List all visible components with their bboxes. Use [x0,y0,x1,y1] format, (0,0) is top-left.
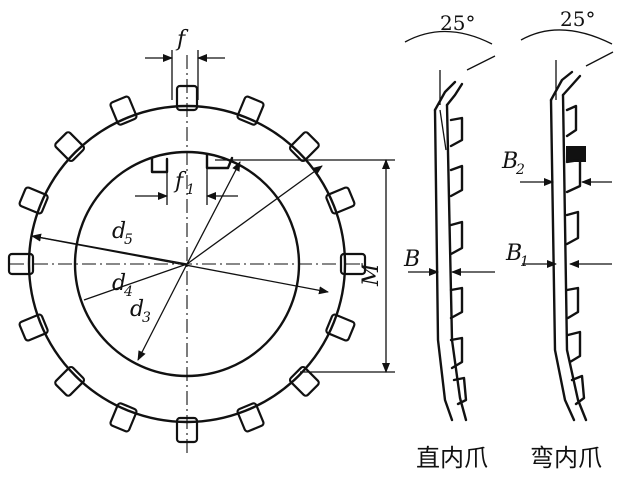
label-f1-sub: 1 [186,182,195,198]
front-view: f f 1 d 5 d 4 d 3 M [7,27,395,455]
outer-tooth [288,365,320,397]
straight-body [433,103,468,422]
dimension-M: M [215,159,395,373]
d5-arrow-back [31,233,188,265]
label-B1-sub: 1 [520,254,529,270]
outer-tooth [236,95,265,126]
straight-angle-arc [404,30,493,45]
label-f1: f [173,169,187,194]
straight-angle-label: 25° [440,11,475,35]
bent-teeth [565,104,586,406]
bent-body [549,93,588,422]
outer-tooth [236,402,265,433]
straight-top [433,80,464,112]
label-d3-sub: 3 [142,310,151,326]
label-B2: B [501,149,518,174]
dimension-f1: f 1 [135,160,238,205]
label-M: M [359,263,384,287]
outer-tooth [288,131,320,163]
bent-angle-arc [520,29,613,45]
d3-dimension-line-2 [186,161,241,265]
straight-claw-view: 25° B 直内爪 [403,11,496,472]
outer-tooth [54,131,86,163]
outer-tooth [109,402,138,433]
label-B1: B [505,241,522,266]
outer-tooth [54,365,86,397]
label-f: f [175,27,189,52]
label-d5: d [112,219,126,244]
straight-teeth [449,116,468,406]
outer-tooth [18,313,49,342]
label-d5-sub: 5 [124,232,133,248]
d4-dimension-line-2 [83,263,188,301]
outer-tooth [109,95,138,126]
bent-marked-tooth [566,146,586,162]
outer-teeth [7,84,367,444]
outer-tooth [325,186,356,215]
outer-tooth [18,186,49,215]
straight-caption: 直内爪 [416,444,488,472]
d4-dimension-line [186,165,323,265]
d3-dimension-line [137,263,188,361]
label-B: B [403,247,420,272]
label-d3: d [130,297,144,322]
bent-caption: 弯内爪 [530,444,602,472]
label-d4-sub: 4 [123,284,133,300]
outer-tooth [325,313,356,342]
bent-top [549,70,582,102]
bent-claw-view: 25° B 2 B 1 弯内爪 [501,7,614,472]
bent-angle-label: 25° [560,7,595,31]
straight-hatch [439,109,447,151]
label-d4: d [112,271,126,296]
label-B2-sub: 2 [515,162,525,178]
